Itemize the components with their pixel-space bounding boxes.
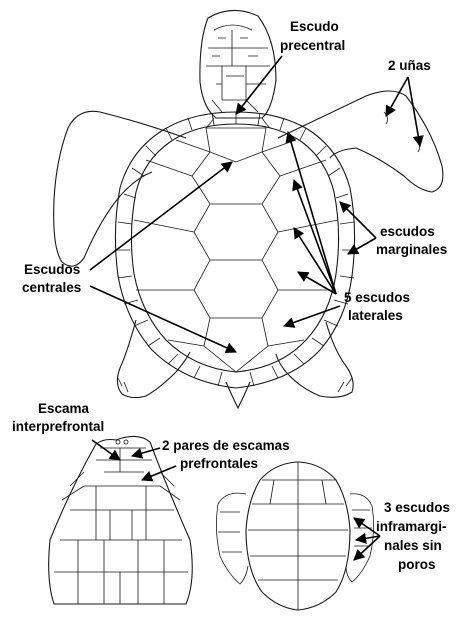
- svg-text:interprefrontal: interprefrontal: [12, 419, 104, 434]
- svg-text:inframargi-: inframargi-: [376, 519, 447, 534]
- pointer-marginal-2: [348, 238, 376, 254]
- label-escudos-laterales: 5 escudos laterales: [344, 290, 410, 323]
- svg-text:Escudos: Escudos: [24, 262, 80, 277]
- central-scutes: [192, 128, 280, 372]
- pointer-central-2: [90, 286, 236, 352]
- turtle-dorsal-view: [54, 10, 443, 408]
- svg-text:precentral: precentral: [280, 38, 345, 53]
- label-escamas-prefrontales: 2 pares de escamas prefrontales: [162, 438, 290, 471]
- label-escudos-centrales: Escudos centrales: [22, 262, 81, 295]
- label-escama-interprefrontal: Escama interprefrontal: [12, 401, 104, 434]
- right-front-flipper: [278, 91, 443, 192]
- pointer-prefrontal-1: [132, 448, 160, 456]
- svg-text:nales sin: nales sin: [384, 538, 442, 553]
- svg-text:2 pares de escamas: 2 pares de escamas: [162, 438, 290, 453]
- svg-text:centrales: centrales: [22, 280, 81, 295]
- svg-text:Escudo: Escudo: [290, 19, 339, 34]
- head-detail: [49, 436, 193, 604]
- pointer-central-1: [90, 162, 232, 270]
- svg-text:Escama: Escama: [38, 401, 90, 416]
- pointer-interprefrontal: [92, 440, 120, 460]
- svg-text:marginales: marginales: [376, 242, 447, 257]
- pointer-una-2: [408, 77, 420, 146]
- pointer-marginal-1: [340, 202, 376, 238]
- svg-text:laterales: laterales: [348, 308, 403, 323]
- svg-text:poros: poros: [398, 557, 436, 572]
- label-escudos-marginales: escudos marginales: [376, 224, 447, 257]
- svg-text:5 escudos: 5 escudos: [344, 290, 410, 305]
- svg-text:3 escudos: 3 escudos: [384, 500, 450, 515]
- pointer-prefrontal-2: [142, 466, 176, 480]
- pointer-una-1: [386, 77, 408, 116]
- plastron-ventral: [216, 462, 373, 610]
- head-dorsal: [200, 10, 276, 118]
- label-unas: 2 uñas: [388, 58, 431, 73]
- label-escudos-inframarginales: 3 escudos inframargi- nales sin poros: [376, 500, 450, 572]
- tail: [226, 382, 250, 408]
- svg-text:prefrontales: prefrontales: [180, 456, 258, 471]
- pointer-lateral-1: [288, 132, 336, 294]
- svg-text:escudos: escudos: [380, 224, 435, 239]
- left-rear-flipper: [117, 320, 190, 398]
- label-escudo-precentral: Escudo precentral: [280, 19, 345, 53]
